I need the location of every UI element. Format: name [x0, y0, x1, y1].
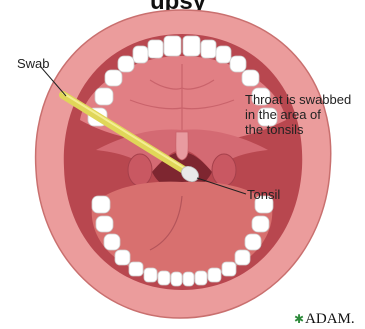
tonsil-label: Tonsil: [247, 187, 280, 202]
throat-note-line-3: the tonsils: [245, 122, 363, 137]
throat-note-line-1: Throat is swabbed: [245, 92, 363, 107]
adam-logo-text: ADAM.: [305, 311, 355, 327]
right-tonsil: [212, 154, 236, 186]
adam-logo-mark-icon: ✱: [294, 312, 304, 326]
left-tonsil: [128, 154, 152, 186]
uvula: [176, 132, 188, 160]
throat-note: Throat is swabbed in the area of the ton…: [245, 92, 363, 137]
adam-logo: ✱ADAM.: [294, 311, 355, 328]
throat-note-line-2: in the area of: [245, 107, 363, 122]
swab-label: Swab: [17, 56, 50, 71]
